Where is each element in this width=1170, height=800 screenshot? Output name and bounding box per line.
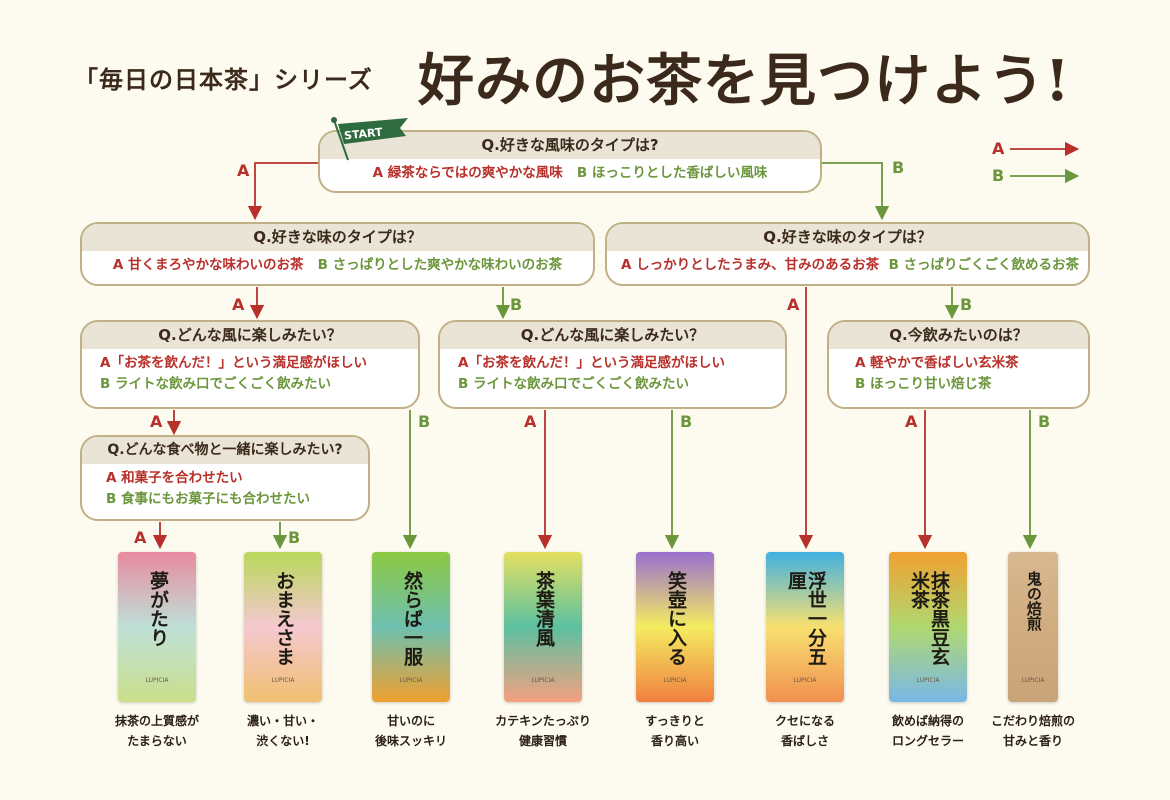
option-a: A しっかりとしたうまみ、甘みのあるお茶	[621, 257, 880, 273]
tea-package[interactable]: 浮世一分五厘 LUPICIA	[766, 552, 844, 702]
arrow-label-a: A	[905, 412, 918, 431]
caption-line: すっきりと	[645, 714, 705, 728]
question-text: Q.どんな風に楽しみたい？	[440, 322, 785, 349]
start-label: START	[343, 125, 383, 142]
caption-line: こだわり焙煎の	[990, 714, 1075, 728]
product-caption: 甘いのに後味スッキリ	[351, 711, 471, 751]
option-a: A 軽やかで香ばしい玄米茶	[855, 355, 1019, 371]
caption-line: 香ばしさ	[780, 734, 829, 748]
option-a: A「お茶を飲んだ！」という満足感がほしい	[100, 355, 367, 371]
option-a: A「お茶を飲んだ！」という満足感がほしい	[458, 355, 725, 371]
legend-label-b: B	[992, 166, 1005, 185]
package-brand: LUPICIA	[916, 676, 940, 684]
question-enjoy-style-1: Q.どんな風に楽しみたい？ A「お茶を飲んだ！」という満足感がほしい B ライトな…	[80, 320, 420, 409]
question-taste-type-right: Q.好きな味のタイプは？ A しっかりとしたうまみ、甘みのあるお茶 B さっぱり…	[605, 222, 1090, 286]
question-enjoy-style-2: Q.どんな風に楽しみたい？ A「お茶を飲んだ！」という満足感がほしい B ライトな…	[438, 320, 787, 409]
package-name: 夢がたり	[146, 570, 169, 647]
option-b: B ライトな飲み口でごくごく飲みたい	[100, 376, 331, 392]
tea-package[interactable]: 然らば一服 LUPICIA	[372, 552, 450, 702]
arrow-label-b: B	[418, 412, 431, 431]
package-name: おまえさま	[272, 570, 295, 666]
product-caption: 飲めば納得のロングセラー	[868, 711, 988, 751]
option-b: B ほっこりとした香ばしい風味	[576, 165, 768, 181]
package-name: 茶葉清風	[532, 570, 555, 647]
option-a: A 甘くまろやかな味わいのお茶	[112, 257, 304, 273]
option-b: B さっぱりごくごく飲めるお茶	[888, 257, 1080, 273]
caption-line: 甘みと香り	[1002, 734, 1063, 748]
product-caption: カテキンたっぷり健康習慣	[483, 711, 603, 751]
question-text: Q.どんな食べ物と一緒に楽しみたい?	[82, 437, 368, 464]
arrow-label-b: B	[680, 412, 693, 431]
question-taste-type-left: Q.好きな味のタイプは？ A 甘くまろやかな味わいのお茶 B さっぱりとした爽や…	[80, 222, 595, 286]
arrow-label-b: B	[288, 528, 301, 547]
option-b: B 食事にもお菓子にも合わせたい	[106, 491, 310, 507]
caption-line: クセになる	[774, 714, 835, 728]
caption-line: 飲めば納得の	[891, 714, 964, 728]
package-brand: LUPICIA	[663, 676, 687, 684]
option-a: A 和菓子を合わせたい	[106, 470, 243, 486]
arrow-label-b: B	[960, 295, 973, 314]
arrow-label-b: B	[892, 158, 905, 177]
arrow-q1-b	[822, 162, 890, 221]
question-food-pairing: Q.どんな食べ物と一緒に楽しみたい? A 和菓子を合わせたい B 食事にもお菓子に…	[80, 435, 370, 521]
caption-line: 渋くない!	[256, 734, 310, 748]
caption-line: 香り高い	[650, 734, 699, 748]
question-text: Q.今飲みたいのは？	[829, 322, 1088, 349]
caption-line: 甘いのに	[386, 714, 435, 728]
package-name: 抹茶黒豆玄米茶	[908, 570, 950, 666]
product-caption: 抹茶の上質感がたまらない	[97, 711, 217, 751]
tea-package[interactable]: 笑壺に入る LUPICIA	[636, 552, 714, 702]
question-want-now: Q.今飲みたいのは？ A 軽やかで香ばしい玄米茶 B ほっこり甘い焙じ茶	[827, 320, 1090, 409]
product-caption: 濃い・甘い・渋くない!	[223, 711, 343, 751]
arrow-label-a: A	[524, 412, 537, 431]
arrow-label-a: A	[150, 412, 163, 431]
series-label: 「毎日の日本茶」シリーズ	[74, 66, 373, 94]
caption-line: 後味スッキリ	[374, 734, 447, 748]
arrow-label-b: B	[1038, 412, 1051, 431]
package-name: 鬼の焙煎	[1024, 570, 1043, 631]
package-brand: LUPICIA	[271, 676, 295, 684]
package-name: 浮世一分五厘	[785, 570, 827, 666]
start-flag-icon: START	[331, 117, 408, 161]
caption-line: カテキンたっぷり	[495, 714, 591, 728]
arrow-label-a: A	[787, 295, 800, 314]
tea-package[interactable]: 抹茶黒豆玄米茶 LUPICIA	[889, 552, 967, 702]
tea-package[interactable]: おまえさま LUPICIA	[244, 552, 322, 702]
tea-package[interactable]: 茶葉清風 LUPICIA	[504, 552, 582, 702]
caption-line: たまらない	[127, 734, 187, 748]
option-b: B さっぱりとした爽やかな味わいのお茶	[317, 257, 563, 273]
package-brand: LUPICIA	[145, 676, 169, 684]
package-brand: LUPICIA	[399, 676, 423, 684]
caption-line: 健康習慣	[518, 734, 567, 748]
package-name: 然らば一服	[400, 570, 423, 666]
caption-line: ロングセラー	[891, 734, 964, 748]
arrow-q1-a	[247, 162, 318, 221]
product-caption: こだわり焙煎の甘みと香り	[973, 711, 1093, 751]
package-brand: LUPICIA	[1021, 676, 1045, 684]
question-text: Q.どんな風に楽しみたい？	[82, 322, 418, 349]
package-name: 笑壺に入る	[664, 570, 687, 666]
tea-package[interactable]: 夢がたり LUPICIA	[118, 552, 196, 702]
product-caption: すっきりと香り高い	[615, 711, 735, 751]
package-brand: LUPICIA	[793, 676, 817, 684]
product-caption: クセになる香ばしさ	[745, 711, 865, 751]
caption-line: 濃い・甘い・	[246, 714, 319, 728]
option-b: B ライトな飲み口でごくごく飲みたい	[458, 376, 689, 392]
legend-label-a: A	[992, 139, 1005, 158]
arrow-label-a: A	[134, 528, 147, 547]
caption-line: 抹茶の上質感が	[114, 714, 199, 728]
option-b: B ほっこり甘い焙じ茶	[855, 376, 992, 392]
arrow-label-a: A	[237, 161, 250, 180]
question-flavor-type: Q.好きな風味のタイプは? A 緑茶ならではの爽やかな風味 B ほっこりとした香…	[318, 130, 822, 193]
question-text: Q.好きな味のタイプは？	[82, 224, 593, 251]
option-a: A 緑茶ならではの爽やかな風味	[372, 165, 563, 181]
tea-package[interactable]: 鬼の焙煎 LUPICIA	[1008, 552, 1058, 702]
question-text: Q.好きな味のタイプは？	[607, 224, 1088, 251]
package-brand: LUPICIA	[531, 676, 555, 684]
question-text: Q.好きな風味のタイプは?	[320, 132, 820, 159]
arrow-label-a: A	[232, 295, 245, 314]
arrow-label-b: B	[510, 295, 523, 314]
page-title: 好みのお茶を見つけよう!	[418, 48, 1071, 114]
